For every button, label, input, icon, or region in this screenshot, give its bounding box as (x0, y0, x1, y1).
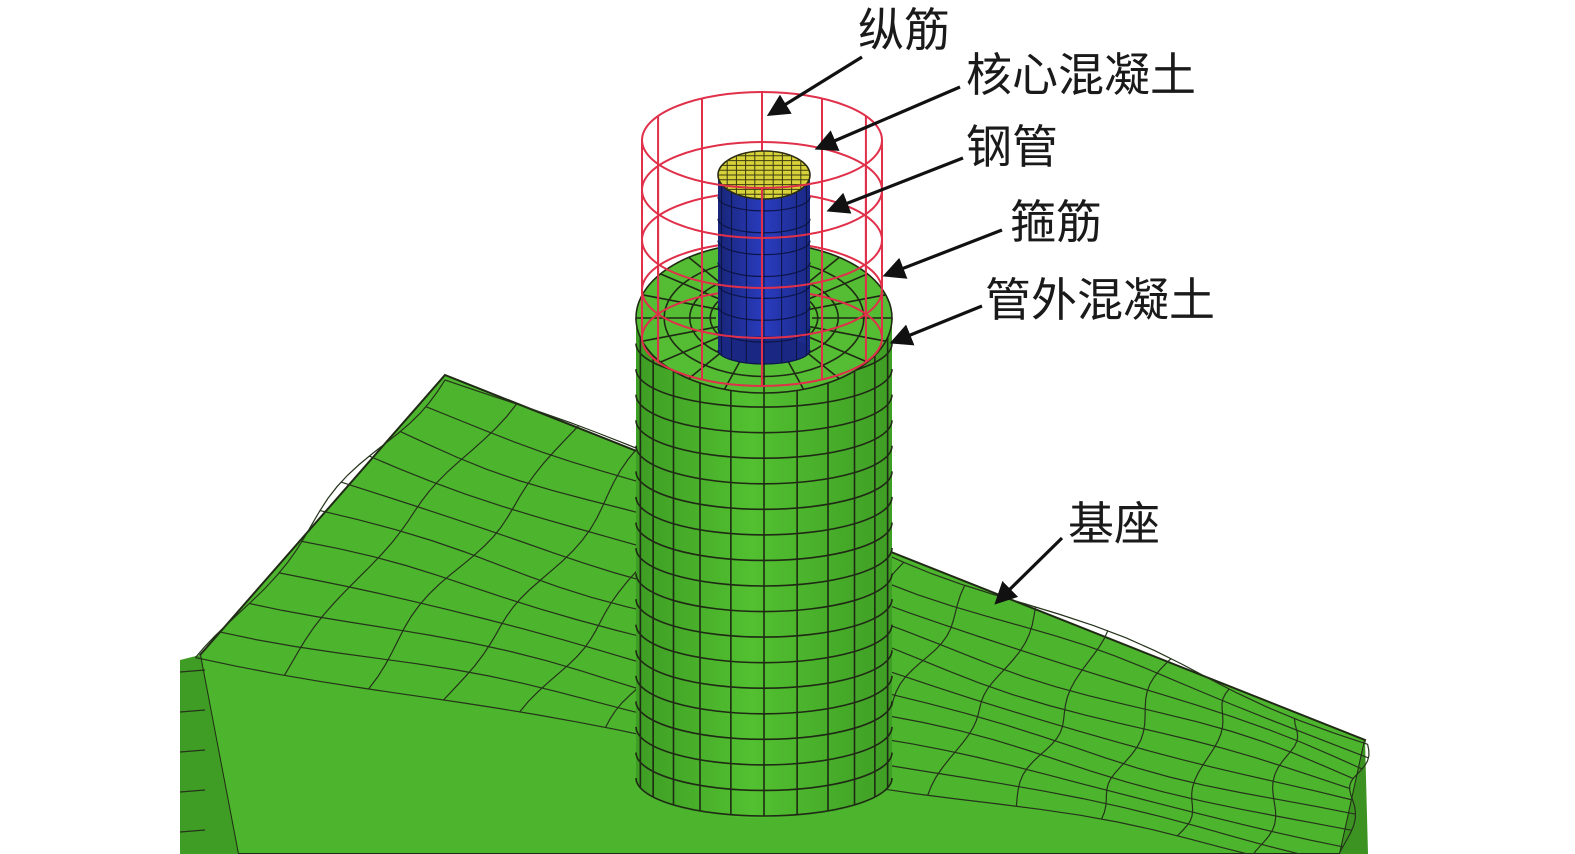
steel-tube (717, 150, 811, 365)
tube-mesh (717, 180, 811, 365)
label-longitudinal-rebar: 纵筋 (858, 3, 950, 57)
label-core-concrete: 核心混凝土 (966, 48, 1196, 102)
label-stirrup: 箍筋 (1010, 195, 1102, 249)
stirrup-cage-front (641, 139, 883, 387)
label-base: 基座 (1068, 497, 1160, 551)
label-steel-tube: 钢管 (966, 120, 1058, 174)
arrow-steel-tube (826, 156, 964, 214)
arrow-outer-concrete (889, 304, 983, 346)
arrow-core-concrete (814, 85, 961, 151)
arrow-longitudinal-rebar (766, 55, 863, 116)
label-outer-concrete: 管外混凝土 (985, 273, 1215, 327)
base-left-face (180, 655, 238, 854)
annotation-labels: 纵筋 核心混凝土 钢管 箍筋 管外混凝土 基座 (858, 3, 1215, 551)
arrow-stirrup (882, 228, 1003, 279)
annotation-arrows (766, 55, 1064, 605)
arrow-base (994, 536, 1064, 605)
